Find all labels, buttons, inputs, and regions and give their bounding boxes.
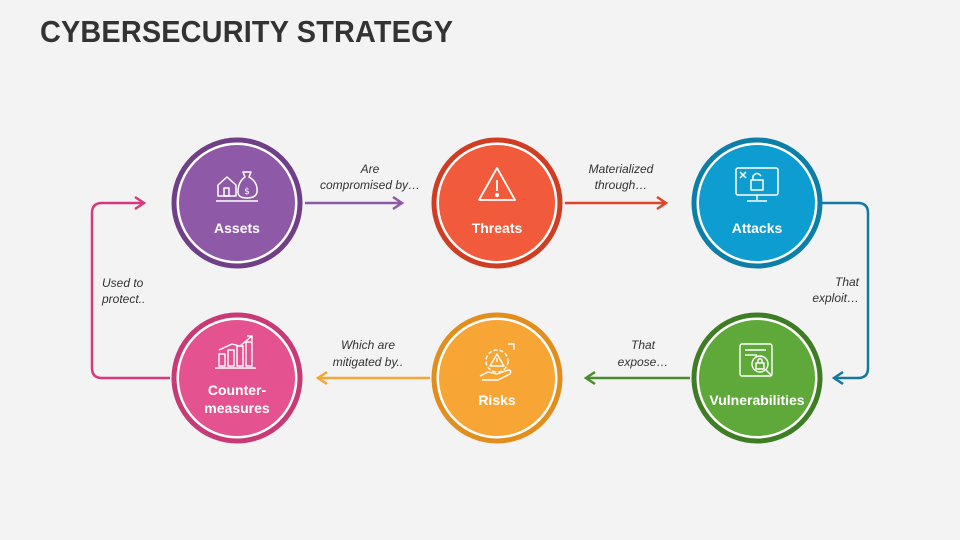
node-countermeasures: Counter- measures [171, 312, 303, 444]
node-vulnerabilities: Vulnerabilities [691, 312, 823, 444]
node-label: Counter- [208, 382, 267, 398]
growth-chart-icon [215, 335, 256, 369]
node-label: Assets [214, 220, 260, 236]
connector-label: That [631, 338, 656, 352]
node-threats: Threats [431, 137, 563, 269]
node-label: Attacks [732, 220, 783, 236]
document-search-lock-icon [739, 343, 773, 377]
node-label: measures [204, 400, 270, 416]
connector-label: That [835, 275, 860, 289]
connector-label: protect.. [101, 292, 145, 306]
connector-risks-countermeasures: Which are mitigated by.. [315, 338, 430, 386]
connector-assets-threats: Are compromised by… [305, 162, 420, 211]
node-attacks: Attacks [691, 137, 823, 269]
node-assets: $ Assets [171, 137, 303, 269]
connector-attacks-vulnerabilities: That exploit… [812, 201, 870, 386]
node-label: Threats [472, 220, 523, 236]
connector-label: exploit… [812, 291, 859, 305]
connector-label: mitigated by.. [333, 355, 403, 369]
node-risks: Risks [431, 312, 563, 444]
connector-label: Used to [102, 276, 144, 290]
connector-label: Materialized [589, 162, 654, 176]
connector-vulnerabilities-risks: That expose… [583, 338, 690, 386]
connector-label: compromised by… [320, 178, 420, 192]
warning-triangle-icon [478, 167, 516, 201]
monitor-lock-icon [735, 167, 779, 202]
connector-label: expose… [618, 355, 669, 369]
connector-label: through… [595, 178, 648, 192]
node-label: Vulnerabilities [709, 392, 804, 408]
connector-threats-attacks: Materialized through… [565, 162, 669, 211]
gear-hand-warning-icon [479, 343, 515, 381]
svg-text:$: $ [244, 187, 250, 197]
connector-label: Which are [341, 338, 395, 352]
node-label: Risks [478, 392, 516, 408]
connector-countermeasures-assets: Used to protect.. [90, 195, 170, 380]
page-title: CYBERSECURITY STRATEGY [40, 14, 454, 49]
assets-icon: $ [216, 171, 258, 202]
connector-label: Are [360, 162, 380, 176]
